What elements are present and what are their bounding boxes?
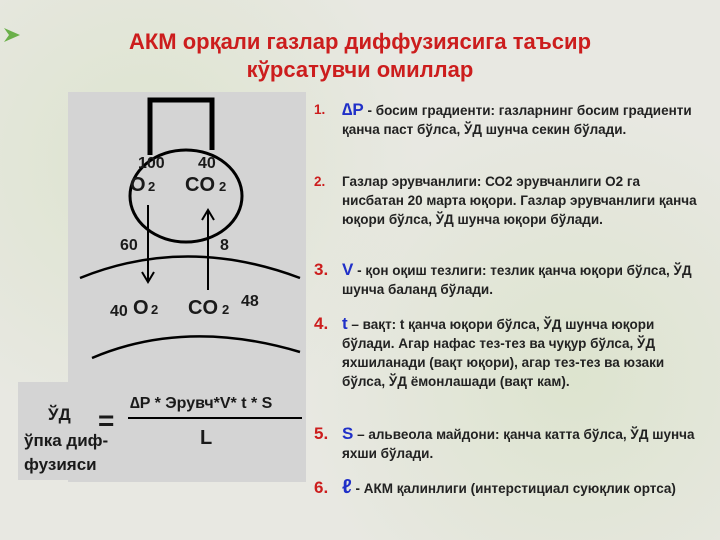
factor-number: 2. bbox=[314, 174, 326, 189]
blood-o2-label: O bbox=[133, 297, 149, 319]
factor-text: – вақт: t қанча юқори бўлса, ЎД шунча юқ… bbox=[342, 317, 665, 389]
factor-number: 5. bbox=[314, 424, 329, 443]
alveolus-co2-value: 40 bbox=[198, 155, 216, 172]
factor-text: - қон оқиш тезлиги: тезлик қанча юқори б… bbox=[342, 263, 692, 297]
factor-symbol: t bbox=[342, 314, 348, 333]
alveolus-o2-value: 100 bbox=[138, 155, 165, 172]
factor-item-2: 2. Газлар эрувчанлиги: СО2 эрувчанлиги О… bbox=[314, 172, 702, 229]
factor-symbol: S bbox=[342, 424, 354, 443]
formula-denominator: L bbox=[200, 427, 212, 449]
alveolus-co2-label: CO bbox=[185, 174, 215, 196]
slide-title: АКМ орқали газлар диффузиясига таъсир кў… bbox=[60, 28, 660, 84]
airway-tube bbox=[147, 97, 215, 155]
factor-text: – альвеола майдони: қанча катта бўлса, Ў… bbox=[342, 427, 695, 461]
alveolus-co2-sub: 2 bbox=[219, 179, 226, 194]
blood-co2-label: CO bbox=[188, 297, 218, 319]
factor-number: 6. bbox=[314, 478, 329, 497]
blood-o2-sub: 2 bbox=[151, 302, 158, 317]
alveolus-o2-label: O bbox=[130, 174, 146, 196]
blood-co2-sub: 2 bbox=[222, 302, 229, 317]
factor-item-3: 3. V - қон оқиш тезлиги: тезлик қанча юқ… bbox=[314, 260, 702, 299]
formula-numerator: ∆P * Эрувч*V* t * S bbox=[130, 395, 273, 412]
formula-panel bbox=[18, 382, 306, 480]
factor-number: 1. bbox=[314, 102, 326, 117]
factor-symbol: ∆P bbox=[342, 100, 364, 119]
factor-symbol: V bbox=[342, 260, 354, 279]
factor-number: 3. bbox=[314, 260, 329, 279]
factor-text: Газлар эрувчанлиги: СО2 эрувчанлиги О2 г… bbox=[342, 174, 697, 227]
factor-number: 4. bbox=[314, 314, 329, 333]
co2-arrow-head bbox=[201, 208, 215, 221]
o2-arrow-head bbox=[141, 271, 155, 284]
alveolus-o2-sub: 2 bbox=[148, 179, 155, 194]
blood-co2-value: 48 bbox=[241, 293, 259, 310]
formula-left-line3: фузияси bbox=[24, 455, 97, 474]
alveolus bbox=[128, 148, 244, 244]
capillary-wall-lower bbox=[91, 335, 301, 360]
blood-o2-value: 40 bbox=[110, 303, 128, 320]
factor-text: - босим градиенти: газларнинг босим град… bbox=[342, 103, 692, 137]
arrow-bullet-icon bbox=[4, 28, 20, 42]
formula-equals: = bbox=[98, 405, 114, 436]
gradient-co2-value: 8 bbox=[220, 237, 229, 254]
factor-item-5: 5. S – альвеола майдони: қанча катта бўл… bbox=[314, 424, 702, 463]
formula-left-line2: ўпка диф- bbox=[24, 431, 108, 450]
capillary-wall-upper bbox=[79, 255, 301, 280]
factor-text: - АКМ қалинлиги (интерстициал суюқлик ор… bbox=[351, 481, 676, 496]
formula-left-line1: ЎД bbox=[47, 404, 71, 424]
title-line-2: кўрсатувчи омиллар bbox=[246, 57, 474, 82]
factor-item-1: 1. ∆P - босим градиенти: газларнинг боси… bbox=[314, 100, 702, 139]
factor-item-4: 4. t – вақт: t қанча юқори бўлса, ЎД шун… bbox=[314, 314, 702, 391]
gradient-o2-value: 60 bbox=[120, 237, 138, 254]
factor-item-6: 6. ℓ - АКМ қалинлиги (интерстициал суюқл… bbox=[314, 476, 702, 498]
factor-symbol: ℓ bbox=[342, 476, 352, 498]
title-line-1: АКМ орқали газлар диффузиясига таъсир bbox=[128, 29, 592, 54]
